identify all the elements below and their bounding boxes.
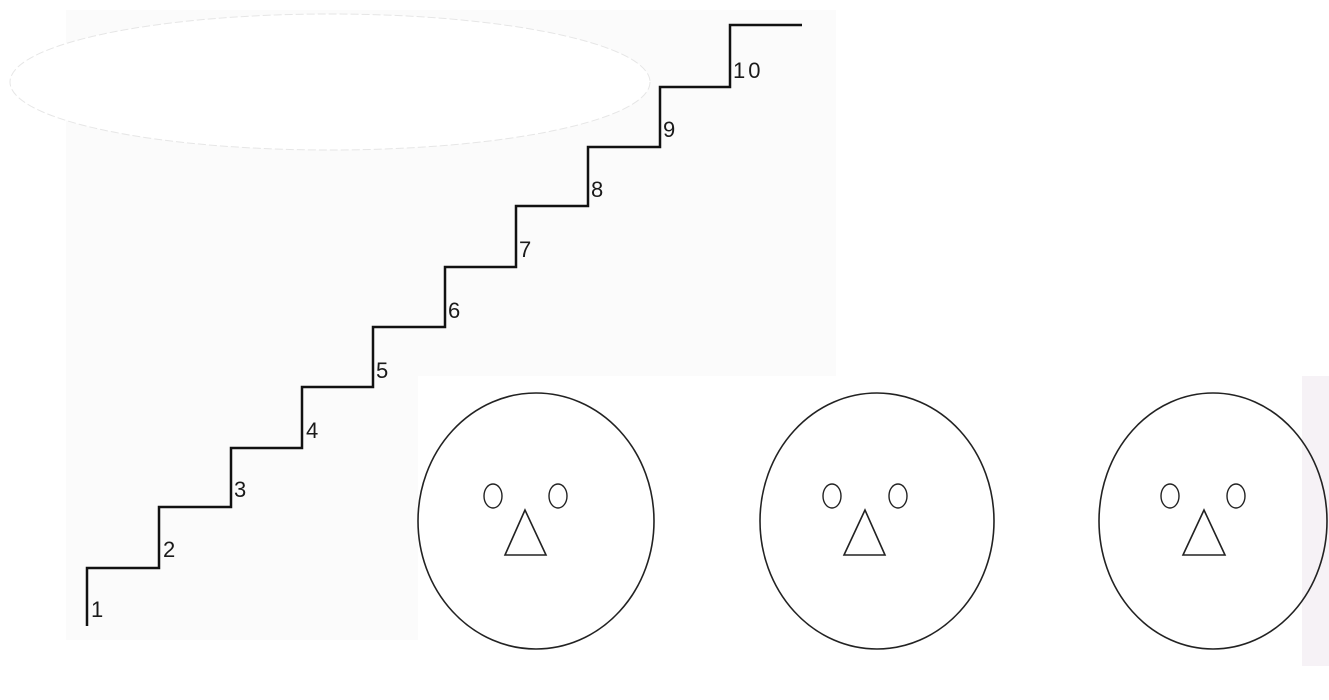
step-label-7: 7 [519,237,531,262]
step-label-5: 5 [376,358,388,383]
oval-shape [10,14,650,150]
step-label-4: 4 [306,418,318,443]
step-label-2: 2 [163,537,175,562]
right-edge-strip [1302,376,1329,666]
step-label-6: 6 [448,298,460,323]
step-label-8: 8 [591,177,603,202]
step-label-9: 9 [663,117,675,142]
step-label-3: 3 [234,477,246,502]
step-label-1: 1 [91,597,103,622]
faces-panel [418,376,1329,700]
step-label-10: 10 [733,58,763,83]
